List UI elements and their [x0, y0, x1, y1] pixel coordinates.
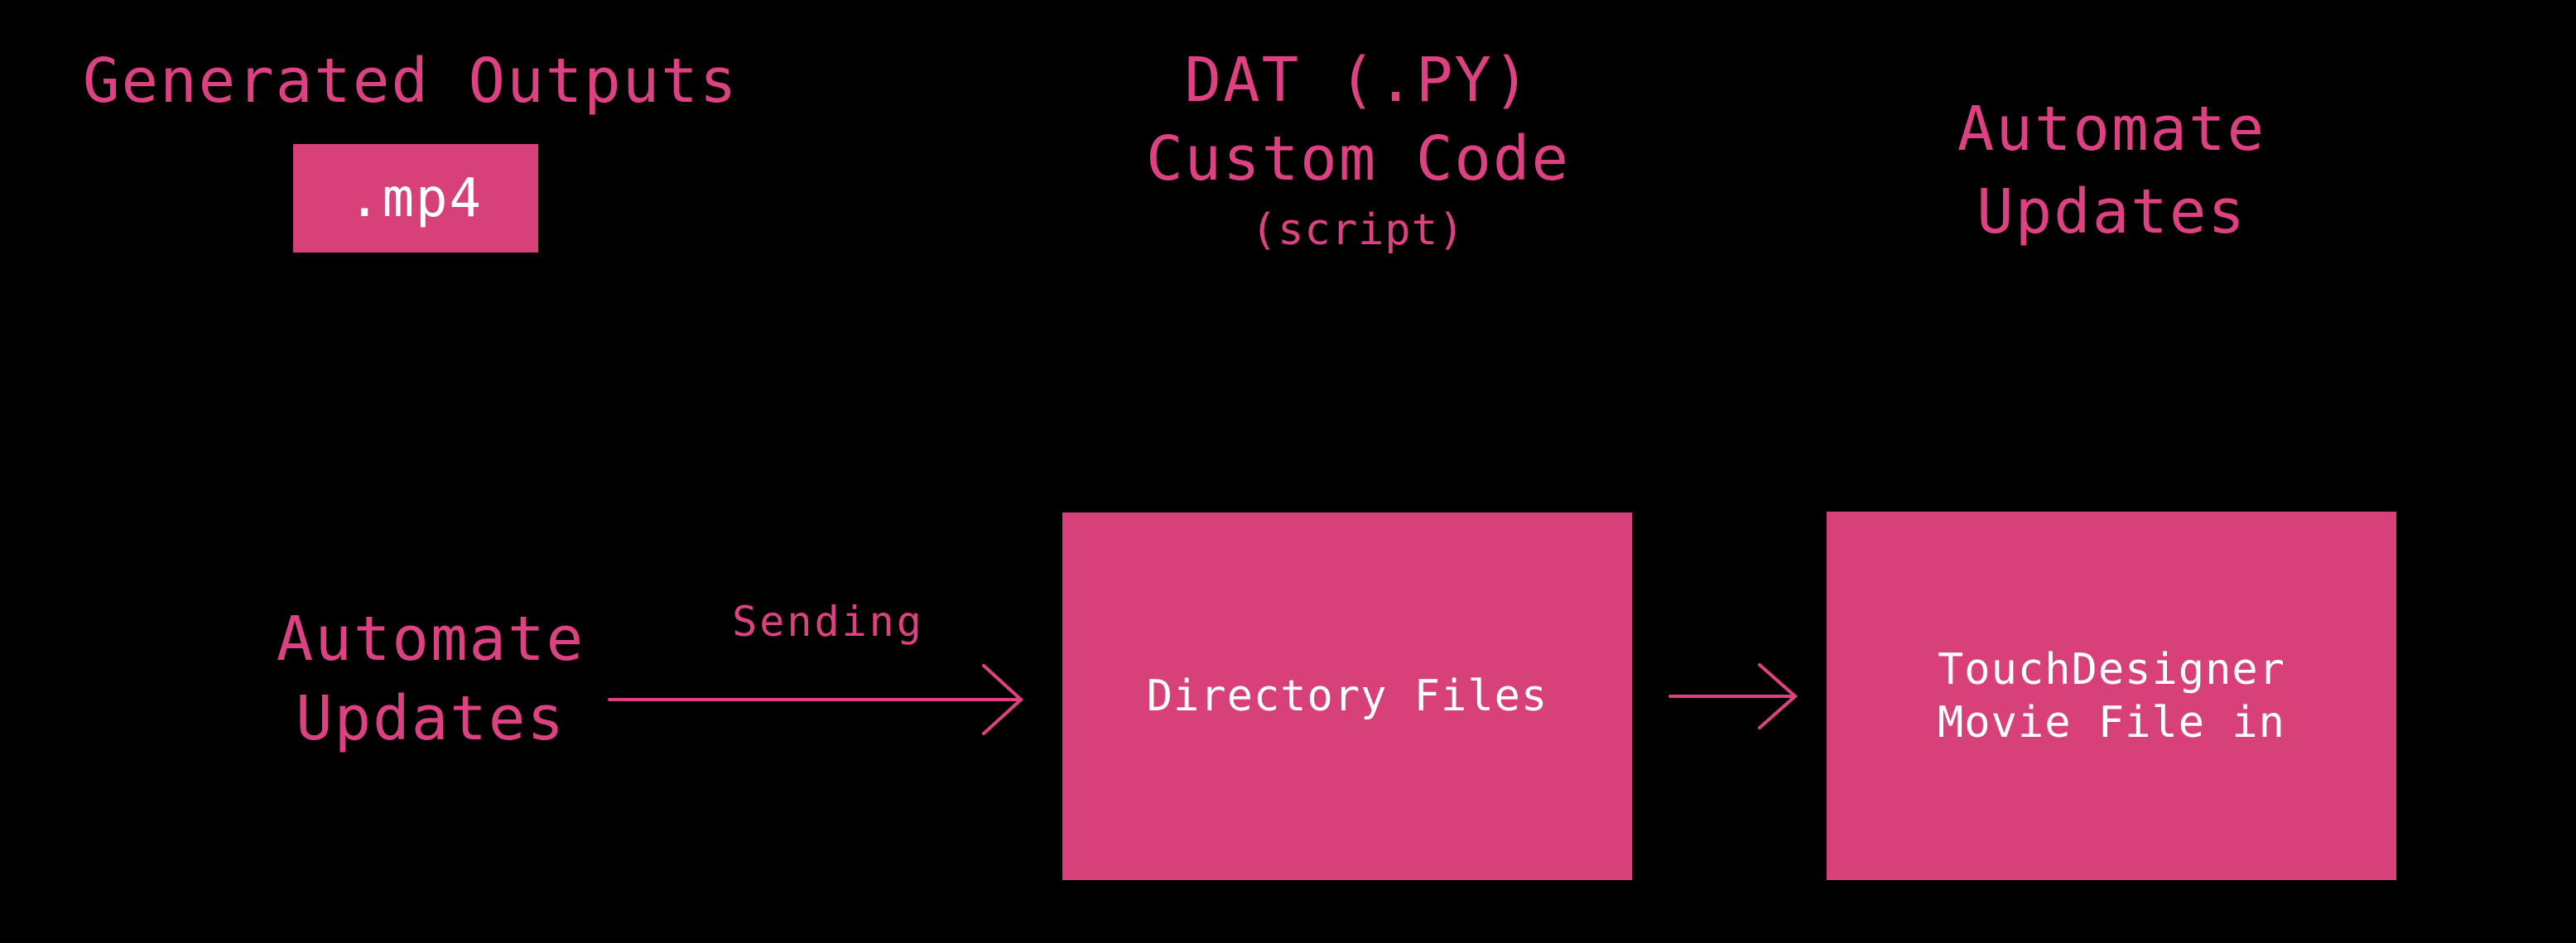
node-touchdesigner-line1: TouchDesigner: [1938, 644, 2285, 695]
arrow-sending-icon: [604, 658, 1035, 741]
node-touchdesigner-line2: Movie File in: [1938, 697, 2285, 748]
node-mp4: .mp4: [293, 144, 538, 253]
automate-updates-top-label: Automate Updates: [1822, 88, 2401, 253]
node-touchdesigner-movie-file-in: TouchDesigner Movie File in: [1827, 512, 2396, 880]
automate-updates-top-line2: Updates: [1977, 176, 2246, 248]
automate-updates-left-line1: Automate: [276, 604, 585, 675]
node-directory-files: Directory Files: [1062, 512, 1632, 880]
automate-updates-left-line2: Updates: [296, 683, 566, 754]
node-directory-files-label: Directory Files: [1146, 671, 1548, 721]
dat-subtitle: (script): [1250, 205, 1466, 255]
node-mp4-label: .mp4: [348, 167, 484, 229]
automate-updates-top-line1: Automate: [1957, 94, 2266, 165]
generated-outputs-label: Generated Outputs: [83, 46, 739, 117]
dat-title-line1: DAT (.PY): [1184, 45, 1532, 116]
sending-edge-label: Sending: [732, 598, 924, 646]
dat-custom-code-label: DAT (.PY) Custom Code (script): [1068, 41, 1648, 262]
automate-updates-left-label: Automate Updates: [141, 599, 720, 758]
dat-title-line2: Custom Code: [1145, 123, 1571, 195]
arrow-directory-to-touchdesigner-icon: [1663, 657, 1803, 736]
